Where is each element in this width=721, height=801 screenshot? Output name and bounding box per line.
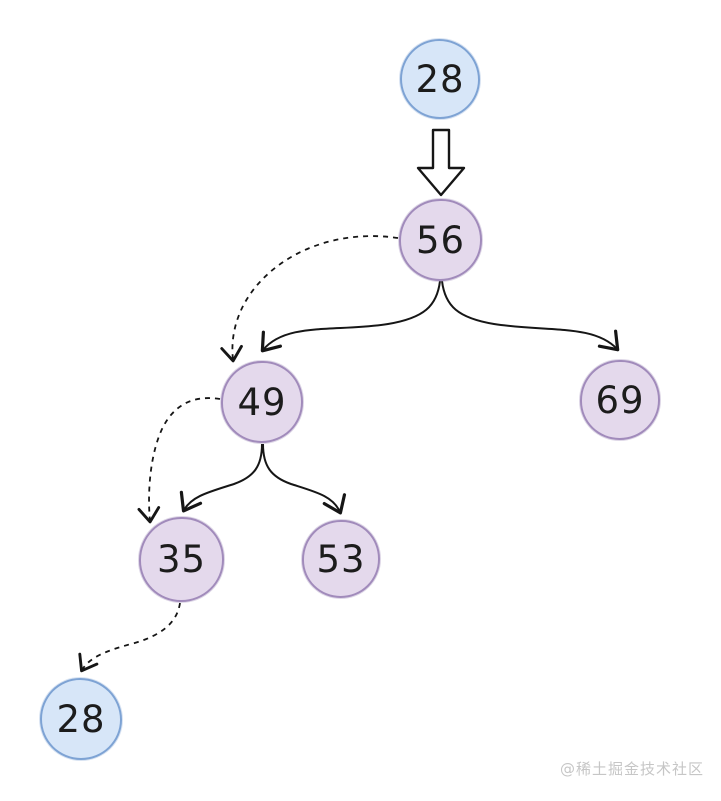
node-label: 69: [595, 378, 645, 422]
edge-49-35-solid: [179, 443, 263, 513]
watermark-text: @稀土掘金技术社区: [559, 760, 704, 778]
node-label: 28: [415, 57, 465, 101]
edge-56-49-dashed: [220, 235, 399, 363]
edge-49-53-solid: [262, 443, 347, 515]
tree-node-28-top: 28: [400, 39, 480, 119]
node-label: 28: [56, 697, 106, 741]
block-arrow-28-to-56: [416, 128, 466, 197]
node-label: 53: [316, 537, 366, 581]
edge-49-35-dashed: [137, 397, 221, 524]
tree-node-49: 49: [221, 361, 303, 443]
node-label: 56: [415, 218, 466, 262]
tree-node-28-leaf: 28: [40, 678, 122, 760]
edge-56-49-solid: [260, 280, 441, 353]
edge-56-69-solid: [441, 280, 620, 352]
tree-node-56-root: 56: [399, 199, 482, 281]
tree-node-35: 35: [139, 517, 224, 602]
tree-node-53: 53: [302, 520, 380, 598]
tree-node-69: 69: [580, 360, 660, 440]
node-label: 49: [237, 380, 287, 424]
node-label: 35: [156, 538, 207, 581]
edge-35-28-dashed: [78, 602, 181, 673]
